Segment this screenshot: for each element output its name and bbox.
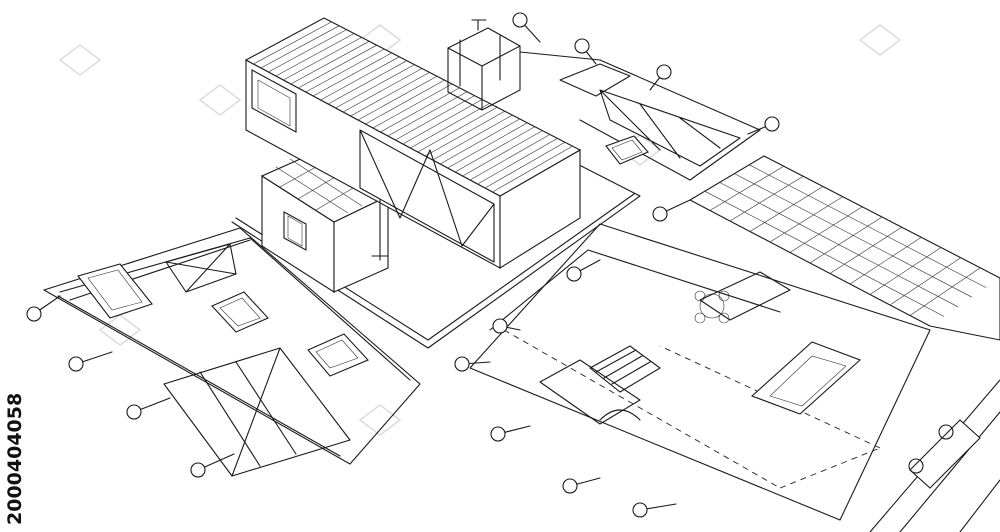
house-3d-model: [231, 17, 641, 349]
car-top-view: [605, 135, 649, 165]
grid-bubble: [566, 259, 601, 282]
grid-bubble: [632, 502, 677, 518]
grid-bubble: [492, 318, 521, 334]
upper-roof: [244, 17, 582, 197]
plan-window-a: [77, 263, 153, 319]
grid-bubble: [574, 38, 597, 65]
plan-truss-a: [165, 243, 237, 293]
grid-bubble: [454, 356, 491, 372]
svg-text:2000404058: 2000404058: [4, 393, 26, 525]
upper-window: [251, 69, 297, 133]
grid-bubble: [26, 295, 61, 322]
watermark-pattern: [58, 24, 902, 436]
corner-car: [909, 419, 981, 489]
grid-bubble: [190, 453, 235, 478]
center-floor-plan: [469, 223, 931, 521]
grid-bubble: [649, 64, 672, 91]
grid-bubbles: [26, 12, 780, 518]
staircase: [589, 345, 661, 393]
grid-bubble: [747, 116, 780, 135]
dining-table: [694, 290, 730, 324]
roof-ribs: [253, 21, 573, 193]
right-corner-plan: [869, 379, 1000, 532]
stock-id-text: 2000404058: [4, 393, 26, 525]
garage-car: [750, 341, 862, 415]
grid-bubble: [68, 351, 113, 372]
grid-bubble: [512, 12, 541, 43]
site-grid: [689, 155, 1000, 341]
plan-car: [307, 333, 369, 377]
carport-wing: [519, 51, 761, 181]
grid-bubble: [562, 477, 601, 494]
rooftop-pergola: [447, 27, 521, 111]
grid-bubble: [652, 199, 691, 222]
facade-truss: [359, 129, 495, 263]
kitchen-counter: [699, 271, 791, 321]
lower-window: [283, 211, 307, 251]
plan-truss-large: [163, 347, 351, 477]
grid-bubble: [490, 425, 531, 442]
left-floor-plan: [43, 227, 421, 477]
plan-window-b: [211, 291, 269, 333]
grid-bubble: [126, 397, 171, 420]
